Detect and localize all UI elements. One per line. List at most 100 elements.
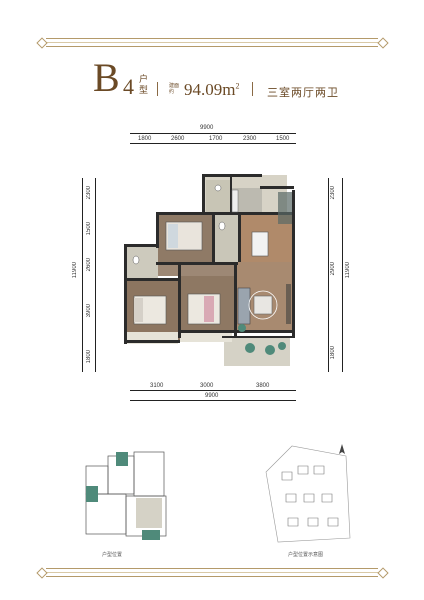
dim-bottom-seg-2: 3000 bbox=[200, 383, 214, 389]
area-label: 建面约 bbox=[169, 83, 180, 95]
area-unit-power: 2 bbox=[235, 81, 240, 91]
site-plan-caption: 户型位置示意图 bbox=[288, 552, 324, 558]
key-plan-caption: 户型位置 bbox=[102, 552, 123, 558]
dim-left-seg-4: 3900 bbox=[86, 304, 92, 318]
unit-type-label: 户型 bbox=[139, 74, 149, 95]
dim-left-seg-2: 1500 bbox=[86, 222, 92, 236]
north-arrow-icon bbox=[339, 444, 345, 454]
sofa bbox=[237, 287, 251, 325]
wall-segment bbox=[292, 190, 295, 338]
key-plan-highlight bbox=[86, 486, 98, 502]
area-number: 94.09m bbox=[184, 80, 236, 99]
bath-small-floor bbox=[126, 246, 158, 280]
wall-segment bbox=[178, 264, 181, 338]
wall-segment bbox=[238, 212, 241, 262]
site-building bbox=[313, 465, 325, 475]
wall-segment bbox=[156, 212, 159, 248]
site-building bbox=[307, 517, 319, 527]
site-building bbox=[285, 493, 297, 503]
wall-segment bbox=[178, 330, 294, 333]
site-building bbox=[303, 493, 315, 503]
walls bbox=[124, 174, 295, 344]
dim-left-seg-3: 2600 bbox=[86, 258, 92, 272]
site-building bbox=[287, 517, 299, 527]
unit-number: 4 bbox=[123, 74, 134, 99]
wall-segment bbox=[124, 244, 127, 344]
dim-bottom-total: 9900 bbox=[205, 393, 219, 399]
dim-left-seg-1: 2300 bbox=[86, 186, 92, 200]
dim-line-top-inner bbox=[130, 143, 296, 144]
plant bbox=[265, 345, 275, 355]
top-frame-bar bbox=[46, 38, 378, 47]
coffee-table bbox=[253, 295, 273, 315]
header-separator-1 bbox=[157, 82, 158, 96]
key-plan bbox=[85, 451, 167, 540]
site-building bbox=[281, 471, 293, 481]
key-plan-highlight bbox=[142, 530, 160, 540]
site-building bbox=[327, 517, 339, 527]
dim-right-total: 11900 bbox=[345, 262, 351, 279]
bed-mid-accent bbox=[204, 296, 214, 322]
layout-description: 三室两厅两卫 bbox=[267, 87, 339, 99]
site-plan bbox=[265, 444, 351, 543]
balcony-bottom-floor bbox=[224, 338, 290, 366]
dim-right-seg-2: 2900 bbox=[330, 262, 336, 276]
wall-segment bbox=[260, 186, 294, 189]
wall-segment bbox=[156, 212, 294, 215]
balcony-rail bbox=[278, 192, 292, 224]
key-plan-shade bbox=[136, 498, 162, 528]
top-frame-right-ornament bbox=[377, 37, 389, 49]
dim-left-seg-5: 1800 bbox=[86, 350, 92, 364]
corridor-floor bbox=[158, 264, 236, 276]
header-separator-2 bbox=[252, 82, 253, 96]
bed-top-pillow bbox=[168, 224, 178, 248]
dim-line-left-inner bbox=[95, 178, 96, 372]
area-value: 94.09m2 bbox=[184, 80, 239, 100]
plant bbox=[245, 343, 255, 353]
wall-segment bbox=[124, 340, 180, 343]
dim-line-left-outer bbox=[82, 178, 83, 372]
rug bbox=[248, 290, 278, 320]
wall-segment bbox=[234, 262, 237, 338]
wall-segment bbox=[222, 336, 292, 338]
key-plan-highlight bbox=[116, 452, 128, 466]
dim-line-top-outer bbox=[130, 133, 296, 134]
bathroom-2-floor bbox=[215, 214, 240, 262]
tv-cabinet bbox=[286, 284, 291, 324]
wall-segment bbox=[230, 174, 232, 214]
dining-table bbox=[251, 231, 269, 257]
bottom-frame-bar bbox=[46, 568, 378, 577]
wall-segment bbox=[202, 174, 205, 214]
dim-top-seg-4: 2300 bbox=[243, 136, 257, 142]
bed-left-pillow bbox=[134, 298, 143, 322]
dim-bottom-seg-1: 3100 bbox=[150, 383, 164, 389]
dim-right-seg-3: 1800 bbox=[330, 346, 336, 360]
site-boundary bbox=[265, 445, 351, 543]
plants bbox=[238, 324, 286, 355]
dim-top-seg-5: 1500 bbox=[276, 136, 290, 142]
toilet-2 bbox=[132, 255, 140, 265]
wall-segment bbox=[124, 244, 159, 247]
dim-top-seg-2: 2600 bbox=[171, 136, 185, 142]
site-building bbox=[297, 465, 309, 475]
dim-top-seg-1: 1800 bbox=[138, 136, 152, 142]
dim-top-seg-3: 1700 bbox=[209, 136, 223, 142]
dim-line-bottom-outer bbox=[130, 400, 296, 401]
dim-bottom-seg-3: 3800 bbox=[256, 383, 270, 389]
dim-left-total: 11900 bbox=[72, 262, 78, 279]
key-plan-block bbox=[133, 451, 165, 497]
dim-right-seg-1: 2300 bbox=[330, 186, 336, 200]
wall-segment bbox=[124, 278, 180, 281]
toilet-1 bbox=[218, 221, 226, 231]
dim-line-bottom-inner bbox=[130, 390, 296, 391]
dim-top-total: 9900 bbox=[200, 125, 214, 131]
plant bbox=[238, 324, 246, 332]
wall-segment bbox=[212, 212, 215, 264]
dim-line-right-inner bbox=[328, 178, 329, 372]
dim-line-right-outer bbox=[342, 178, 343, 372]
unit-letter: B bbox=[93, 55, 120, 100]
kitchen-counter bbox=[231, 189, 239, 213]
bottom-frame-right-ornament bbox=[377, 567, 389, 579]
sink bbox=[214, 184, 222, 192]
site-building bbox=[321, 493, 333, 503]
